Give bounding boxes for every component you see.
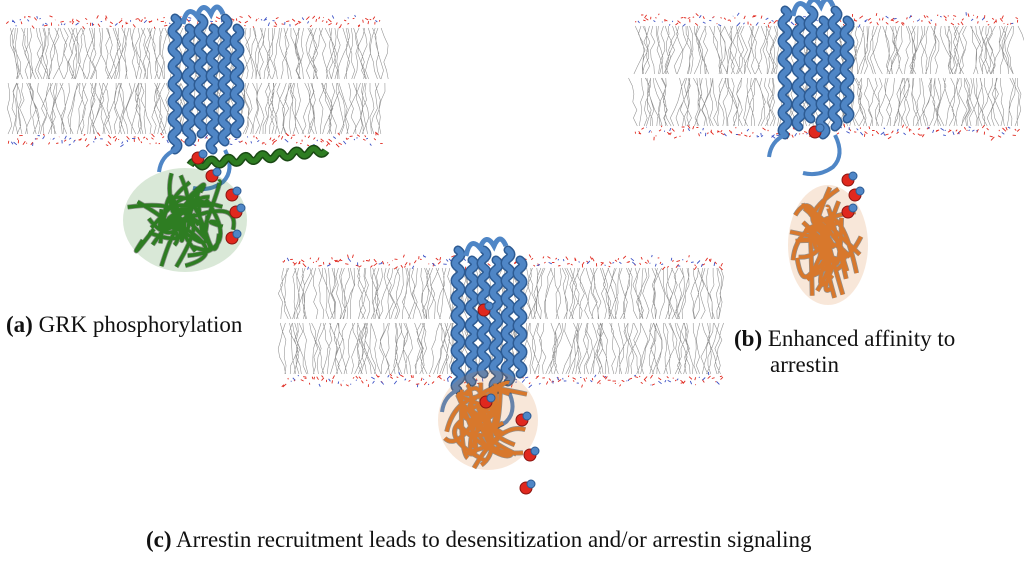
caption-panel-a: (a) GRK phosphorylation xyxy=(6,312,242,338)
panel-b-letter: (b) xyxy=(734,326,763,351)
protein-structures xyxy=(123,0,868,495)
grk-helix xyxy=(186,144,330,171)
arrestin-panel-b xyxy=(788,185,868,305)
caption-panel-b: (b) Enhanced affinity to arrestin xyxy=(734,326,955,378)
extracellular-loops xyxy=(180,4,226,25)
panel-a-caption: GRK phosphorylation xyxy=(38,312,243,337)
panel-a-letter: (a) xyxy=(6,312,33,337)
lipid-heads-choline xyxy=(10,14,378,148)
arrestin-panel-c xyxy=(438,370,538,470)
panel-b-caption-line2: arrestin xyxy=(770,352,839,377)
extracellular-loops xyxy=(790,0,836,17)
receptor-panel-b xyxy=(767,0,855,177)
caption-panel-c: (c) Arrestin recruitment leads to desens… xyxy=(146,527,812,553)
c-terminal-tail xyxy=(802,134,842,177)
panel-c-letter: (c) xyxy=(146,527,172,552)
extracellular-loops xyxy=(463,236,509,257)
panel-b-caption-line1: Enhanced affinity to xyxy=(767,326,956,351)
grk-kinase xyxy=(123,168,247,272)
panel-c-caption: Arrestin recruitment leads to desensitiz… xyxy=(176,527,812,552)
